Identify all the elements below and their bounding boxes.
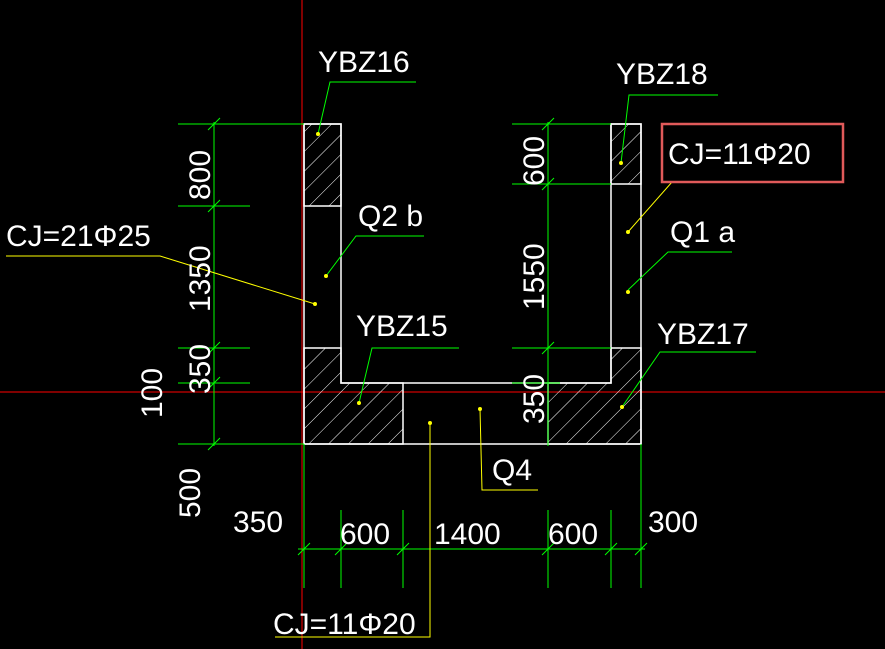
dim-bottom-1400: 1400: [434, 518, 501, 551]
ybz18-column: [610, 123, 642, 185]
reference-points: [313, 132, 630, 425]
right-dimensions: [512, 117, 611, 446]
dim-bottom-600a: 600: [340, 518, 390, 551]
dim-left-500: 500: [174, 468, 207, 518]
bottom-dimensions: [297, 444, 648, 588]
label-cj-bottom: CJ=11Φ20: [273, 608, 416, 641]
label-ybz16: YBZ16: [318, 46, 410, 79]
label-q1a: Q1 a: [670, 216, 735, 249]
label-q2b: Q2 b: [358, 200, 423, 233]
dim-left-1350: 1350: [184, 245, 217, 312]
highlight-box[interactable]: [660, 122, 845, 184]
dim-bottom-350: 350: [233, 506, 283, 539]
ybz15-column: [303, 347, 404, 445]
dim-right-1550: 1550: [518, 243, 551, 310]
dim-bottom-300: 300: [648, 506, 698, 539]
label-cj-left: CJ=21Φ25: [6, 220, 151, 253]
label-ybz15: YBZ15: [356, 310, 448, 343]
label-ybz18: YBZ18: [616, 58, 708, 91]
label-cj-right: CJ=11Φ20: [668, 138, 811, 171]
label-q4: Q4: [492, 454, 532, 487]
ybz16-column: [303, 123, 342, 207]
left-dimensions: [178, 117, 304, 451]
ybz17-column: [547, 347, 642, 445]
label-leaders: [317, 81, 756, 408]
dim-right-600: 600: [518, 136, 551, 186]
dim-right-350: 350: [518, 374, 551, 424]
dim-left-800: 800: [184, 150, 217, 200]
label-ybz17: YBZ17: [657, 318, 749, 351]
dim-left-350: 350: [184, 344, 217, 394]
dim-bottom-600b: 600: [548, 518, 598, 551]
dim-left-100: 100: [136, 368, 169, 418]
